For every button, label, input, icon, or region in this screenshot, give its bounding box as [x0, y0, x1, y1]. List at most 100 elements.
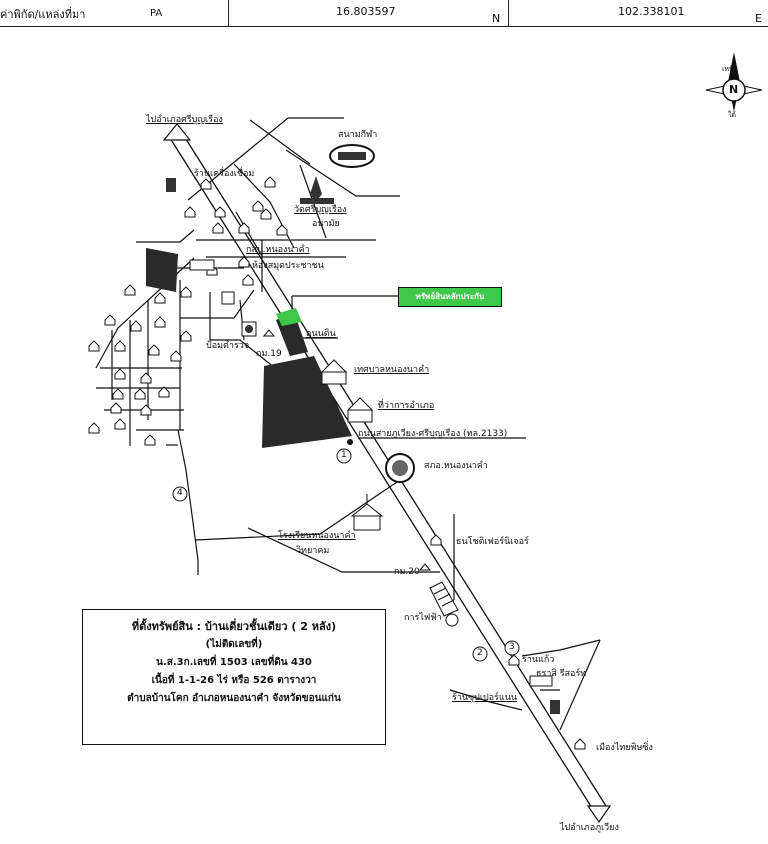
- parcels: [146, 248, 352, 448]
- label-num-4: 4: [177, 488, 183, 498]
- km-post-icon: [262, 329, 432, 571]
- house-icon: [184, 206, 196, 218]
- house-icon: [276, 224, 288, 236]
- house-icon: [212, 222, 224, 234]
- label-shop: ร้านซุปเปอร์แนน: [452, 693, 517, 703]
- label-thai-city: เมืองไทยพิษซิ่ง: [596, 743, 653, 753]
- house-icon: [180, 286, 192, 298]
- house-icon: [114, 418, 126, 430]
- resort-icon: [529, 675, 553, 687]
- label-tool-shop: ร้านเครื่องเชื่อม: [194, 169, 255, 179]
- label-temple: วัดศรีบุญเรือง: [294, 205, 347, 215]
- district-office-icon: [346, 397, 374, 423]
- house-icon: [252, 200, 264, 212]
- info-line-4: เนื้อที่ 1-1-26 ไร่ หรือ 526 ตารางวา: [151, 675, 317, 686]
- collateral-parcel-highlight: [276, 308, 302, 326]
- house-icon: [574, 738, 586, 750]
- compass-bottom-text: ใต้: [728, 111, 736, 119]
- label-furniture: ธนโชติเฟอร์นิเจอร์: [456, 537, 529, 547]
- label-dirt-road: ถนนดิน: [306, 329, 336, 339]
- house-icon: [140, 372, 152, 384]
- label-school-police: สภอ.หนองนาคำ: [424, 461, 488, 471]
- house-icon: [238, 222, 250, 234]
- house-icon: [130, 320, 142, 332]
- label-school: โรงเรียนหนองนาคำ: [278, 531, 356, 541]
- house-icon: [508, 654, 520, 666]
- stadium-icon: [329, 144, 375, 168]
- house-icon: [242, 274, 254, 286]
- arrow-north-icon: [162, 123, 192, 141]
- label-substation: การไฟฟ้า: [404, 613, 442, 623]
- house-icon: [110, 402, 122, 414]
- house-icon: [88, 340, 100, 352]
- label-num-3: 3: [509, 642, 515, 652]
- north-coordinate: 16.803597: [336, 5, 396, 18]
- house-icon: [88, 422, 100, 434]
- house-icon: [158, 386, 170, 398]
- collateral-callout: ทรัพย์สินหลักประกัน: [398, 287, 502, 307]
- substation-icon: [429, 581, 459, 627]
- header-cell-east: 102.338101 E: [508, 0, 768, 27]
- marker-3: [504, 640, 520, 656]
- header-source: PA: [150, 8, 163, 19]
- compass-top-text: เหนือ: [722, 65, 738, 73]
- school-police-seal-icon: [385, 453, 415, 483]
- gas-station-2-icon: [550, 700, 560, 714]
- compass-rose-icon: [705, 52, 763, 112]
- north-suffix: N: [492, 12, 501, 25]
- marker-4: [172, 486, 188, 502]
- label-municipality: เทศบาลหนองนาคำ: [354, 365, 430, 375]
- temple-icon: [300, 176, 334, 204]
- label-police: ป้อมตำรวจ: [206, 341, 250, 351]
- compass-north-letter: N: [729, 83, 739, 96]
- house-icon: [170, 350, 182, 362]
- label-district-office: ที่ว่าการอำเภอ: [378, 401, 435, 411]
- label-repair: ร้านแก้ว: [522, 655, 555, 665]
- coordinate-header: ค่าพิกัด/แหล่งที่มา PA 16.803597 N 102.3…: [0, 0, 768, 28]
- house-icon: [154, 316, 166, 328]
- info-line-5: ตำบลบ้านโคก อำเภอหนองนาคำ จังหวัดขอนแก่น: [127, 693, 341, 704]
- house-icon: [214, 206, 226, 218]
- property-info-box: ที่ตั้งทรัพย์สิน : บ้านเดี่ยวชั้นเดียว (…: [82, 609, 386, 745]
- label-stadium: สนามกีฬา: [338, 130, 378, 140]
- east-suffix: E: [755, 12, 762, 25]
- municipality-icon: [320, 359, 348, 385]
- parcel-center: [262, 356, 352, 448]
- house-icon: [134, 388, 146, 400]
- house-icon: [264, 176, 276, 188]
- label-library: ห้องสมุดประชาชน: [252, 261, 324, 271]
- house-icon: [148, 344, 160, 356]
- label-school-2: วิทยาคม: [296, 546, 330, 556]
- signpost-icon: [189, 259, 215, 271]
- info-line-2: (ไม่ติดเลขที่): [205, 639, 263, 650]
- east-coordinate: 102.338101: [618, 5, 685, 18]
- label-km20: กม.20: [394, 567, 420, 577]
- label-km19: กม.19: [256, 349, 282, 359]
- marker-2: [472, 646, 488, 662]
- label-num-1: 1: [341, 450, 347, 460]
- header-label: ค่าพิกัด/แหล่งที่มา: [0, 8, 86, 21]
- highway-junction-dot: [347, 439, 353, 445]
- house-icon: [260, 208, 272, 220]
- label-health: อนามัย: [312, 219, 340, 229]
- bank-icon: [221, 291, 235, 305]
- label-highway: ถนนสายภูเวียง-ศรีบุญเรือง (ทล.2133): [358, 429, 508, 439]
- route-markers: [172, 448, 520, 662]
- house-icon: [200, 178, 212, 190]
- label-to-phu-wiang: ไปอำเภอภูเวียง: [560, 823, 619, 833]
- info-line-1: ที่ตั้งทรัพย์สิน : บ้านเดี่ยวชั้นเดียว (…: [131, 620, 337, 633]
- house-markers: [88, 176, 586, 750]
- house-icon: [144, 434, 156, 446]
- house-icon: [430, 534, 442, 546]
- header-cell-source: ค่าพิกัด/แหล่งที่มา PA: [0, 0, 229, 27]
- house-icon: [112, 388, 124, 400]
- marker-1: [336, 448, 352, 464]
- house-icon: [124, 284, 136, 296]
- house-icon: [180, 330, 192, 342]
- label-to-sri-bunrueang: ไปอำเภอศรีบุญเรือง: [146, 115, 223, 125]
- house-icon: [114, 368, 126, 380]
- house-icon: [154, 292, 166, 304]
- police-icon: [241, 321, 257, 337]
- house-icon: [104, 314, 116, 326]
